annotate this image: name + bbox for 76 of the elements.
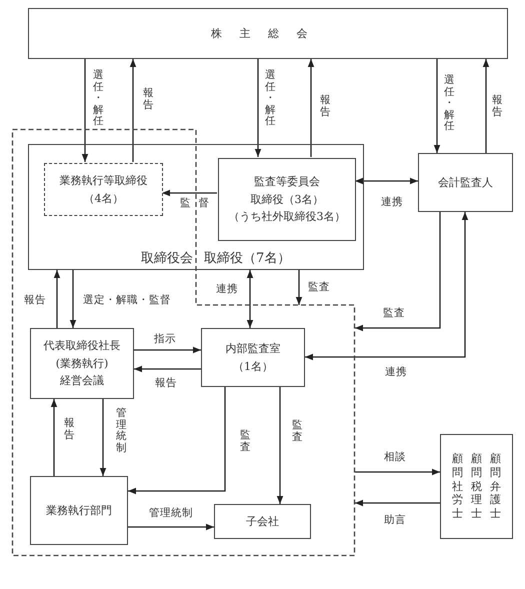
arrow (308, 59, 314, 157)
box-label: (業務執行) (56, 356, 108, 372)
box-label: 取締役（7名） (204, 251, 290, 267)
edge-label: 連携 (216, 283, 238, 296)
arrow (128, 387, 226, 494)
box-label: 子会社 (246, 514, 279, 530)
edge-label: 連携 (385, 366, 407, 379)
arrow (246, 270, 254, 328)
arrow (70, 270, 76, 328)
arrow (100, 399, 106, 476)
box-label: （1名） (233, 358, 273, 374)
box-label: 経営会議 (60, 373, 104, 390)
edge-label: 報告 (492, 95, 502, 118)
arrow (276, 387, 284, 504)
edge-label: 管理統制 (149, 507, 193, 520)
arrow (82, 59, 88, 162)
box-label: 代表取締役社長 (44, 338, 120, 354)
arrow (355, 468, 440, 476)
org-box (201, 328, 305, 387)
arrow (296, 270, 302, 305)
edge-label: 選定・解職・監督 (83, 294, 171, 307)
dashed-region (12, 129, 355, 556)
org-box (440, 434, 513, 539)
box-label: 会計監査人 (438, 174, 493, 191)
org-box (30, 328, 134, 399)
box-label: 株主総会 (210, 26, 326, 42)
dashed-box (44, 163, 163, 216)
arrow (482, 59, 490, 153)
box-label: 顧問弁護士 (490, 452, 501, 521)
arrow (355, 212, 441, 332)
edge-label: 報告 (155, 377, 177, 390)
box-label: 顧問社労士 (452, 452, 463, 521)
edge-label: 相談 (384, 451, 406, 464)
edge-label: 選任・解任 (444, 75, 454, 133)
edge-label: 報告 (24, 294, 46, 307)
arrow (50, 399, 58, 476)
org-box (28, 8, 508, 59)
arrow (254, 59, 262, 157)
arrow (355, 500, 440, 506)
edge-label: 監査 (383, 307, 405, 320)
arrow (434, 59, 440, 153)
box-label: 業務執行等取締役 (60, 172, 148, 189)
edge-label: 助言 (384, 514, 406, 527)
arrow (134, 366, 201, 372)
arrow (162, 190, 217, 196)
arrow (355, 178, 418, 184)
edge-label: 監査 (308, 281, 330, 294)
box-label: 取締役会 (141, 251, 193, 267)
arrow (134, 346, 201, 354)
org-box (30, 476, 128, 545)
box-label: 顧問税理士 (471, 452, 482, 521)
edge-label: 報告 (64, 418, 74, 442)
box-label: 監査等委員会 (254, 174, 320, 190)
edge-label: 指示 (154, 333, 176, 346)
edge-label: 選任・解任 (93, 70, 104, 128)
edge-label: 管理統制 (116, 408, 126, 454)
org-box (214, 504, 311, 539)
box-label: 内部監査室 (226, 340, 280, 357)
org-box (418, 153, 513, 212)
edge-label: 選任・解任 (265, 70, 276, 128)
edge-label: 報告 (143, 88, 154, 112)
box-label: （うち社外取締役3名） (228, 209, 346, 226)
box-label: 業務執行部門 (46, 502, 112, 519)
edge-label: 監査 (292, 420, 302, 444)
box-label: （4名） (84, 190, 124, 206)
edge-label: 連携 (381, 196, 403, 209)
box-label: 取締役（3名） (250, 192, 324, 208)
edge-label: 監査 (240, 430, 250, 454)
org-box (218, 158, 356, 241)
edge-label: 監督 (180, 197, 217, 210)
arrow (128, 524, 214, 530)
arrow (305, 212, 468, 360)
arrow (130, 59, 136, 162)
edge-label: 報告 (320, 95, 330, 118)
arrow (54, 270, 60, 328)
board-box (28, 144, 364, 270)
